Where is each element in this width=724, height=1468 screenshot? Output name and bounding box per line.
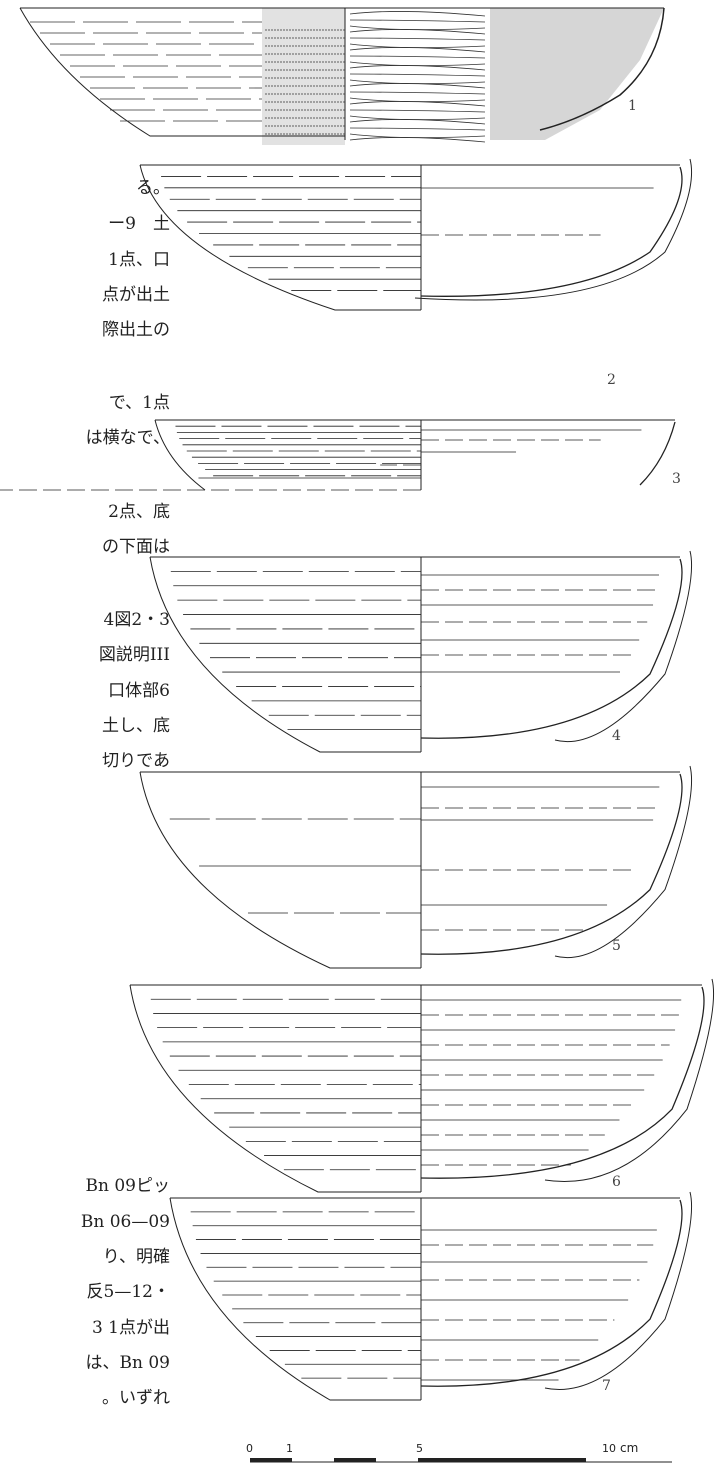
figure-label: 3 (672, 471, 681, 487)
text-line: Bn 06—09 (80, 1212, 170, 1232)
text-line: は、Bn 09 (85, 1353, 170, 1373)
scale-tick-label: 0 (246, 1442, 253, 1455)
vessel-1 (19, 7, 665, 145)
text-line: 反5—12・ (86, 1282, 170, 1302)
vessel-5 (139, 765, 693, 969)
text-line: 口体部6 (108, 681, 170, 701)
scale-tick-label: 5 (416, 1442, 423, 1455)
vessel-6 (129, 978, 715, 1193)
text-line: は横なで、 (85, 428, 170, 448)
text-line: 1点、口 (108, 250, 170, 270)
text-line: 。いずれ (102, 1388, 170, 1408)
text-line: Bn 09ピッ (85, 1176, 170, 1196)
scale-tick-label: 1 (286, 1442, 293, 1455)
vessel-4 (149, 550, 693, 753)
text-line: 3 1点が出 (91, 1318, 170, 1338)
vessel-3 (0, 419, 676, 491)
text-line: 土し、底 (102, 716, 170, 736)
vessel-2 (139, 158, 693, 311)
text-line: ー9 土 (108, 214, 170, 234)
text-line: 切りであ (102, 751, 170, 771)
text-line: る。 (136, 178, 170, 198)
vessel-7 (169, 1191, 693, 1401)
scale-unit: cm (620, 1441, 638, 1455)
figure-label: 7 (602, 1378, 611, 1394)
text-line: の下面は (102, 537, 170, 557)
text-line: 図説明III (98, 645, 170, 665)
figure-label: 2 (607, 372, 616, 388)
scale-bar: 0 1 5 10 cm (246, 1441, 672, 1463)
figure-label: 4 (612, 728, 621, 744)
text-line: 際出土の (102, 320, 170, 340)
figure-label: 1 (628, 98, 637, 114)
figure-label: 6 (612, 1174, 621, 1190)
text-line: 2点、底 (108, 502, 170, 522)
text-line: 4図2・3 (103, 610, 170, 630)
text-line: り、明確 (102, 1247, 170, 1267)
scale-tick-label: 10 (602, 1442, 616, 1455)
text-line: 点が出土 (102, 285, 170, 305)
figure-label: 5 (612, 938, 621, 954)
text-line: で、1点 (108, 393, 170, 413)
